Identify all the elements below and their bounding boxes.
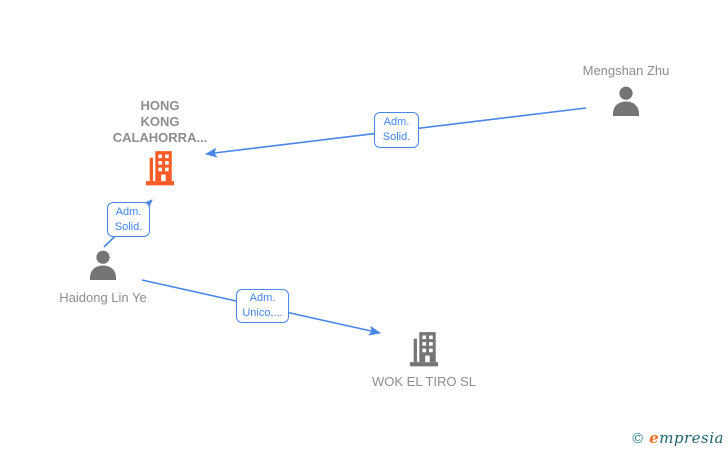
edge-label-text: Unico,... <box>242 307 283 319</box>
node-label-mengshan-zhu: Mengshan Zhu <box>582 63 670 78</box>
node-label-line: HONG <box>140 98 180 113</box>
edge-label-text: Solid. <box>114 220 143 233</box>
node-mengshan-zhu[interactable]: Mengshan Zhu <box>556 63 696 118</box>
edge-label-text: Adm. <box>249 292 276 304</box>
empresia-logo: ©empresia <box>631 429 724 447</box>
edge-label-text: Adm. <box>115 205 142 218</box>
edge-label-text: Solid. <box>382 131 411 143</box>
node-haidong-lin-ye[interactable]: Haidong Lin Ye <box>33 250 173 306</box>
person-icon <box>613 86 639 116</box>
company-building-icon <box>409 332 439 367</box>
edge-label-haidong-hongkong[interactable]: Adm. Solid. <box>107 202 150 237</box>
logo-initial: e <box>649 429 660 447</box>
edge-label-mengshan-hongkong[interactable]: Adm. Solid. <box>374 112 419 148</box>
logo-text: mpresia <box>659 429 724 447</box>
node-label-haidong-lin-ye: Haidong Lin Ye <box>59 290 147 305</box>
edge-label-text: Adm. <box>383 116 410 128</box>
company-building-icon <box>145 151 175 186</box>
node-label-wok-el-tiro-sl: WOK EL TIRO SL <box>371 374 477 389</box>
node-label-line: CALAHORRA... <box>112 130 208 145</box>
node-label-line: KONG <box>140 114 180 129</box>
person-icon <box>90 250 116 280</box>
node-label-hong-kong-calahorra: HONG KONG CALAHORRA... <box>113 98 208 146</box>
edge-label-haidong-wok[interactable]: Adm. Unico,... <box>236 289 289 323</box>
copyright-icon: © <box>630 431 646 447</box>
node-hong-kong-calahorra[interactable]: HONG KONG CALAHORRA... <box>90 98 230 186</box>
node-wok-el-tiro-sl[interactable]: WOK EL TIRO SL <box>354 331 494 390</box>
